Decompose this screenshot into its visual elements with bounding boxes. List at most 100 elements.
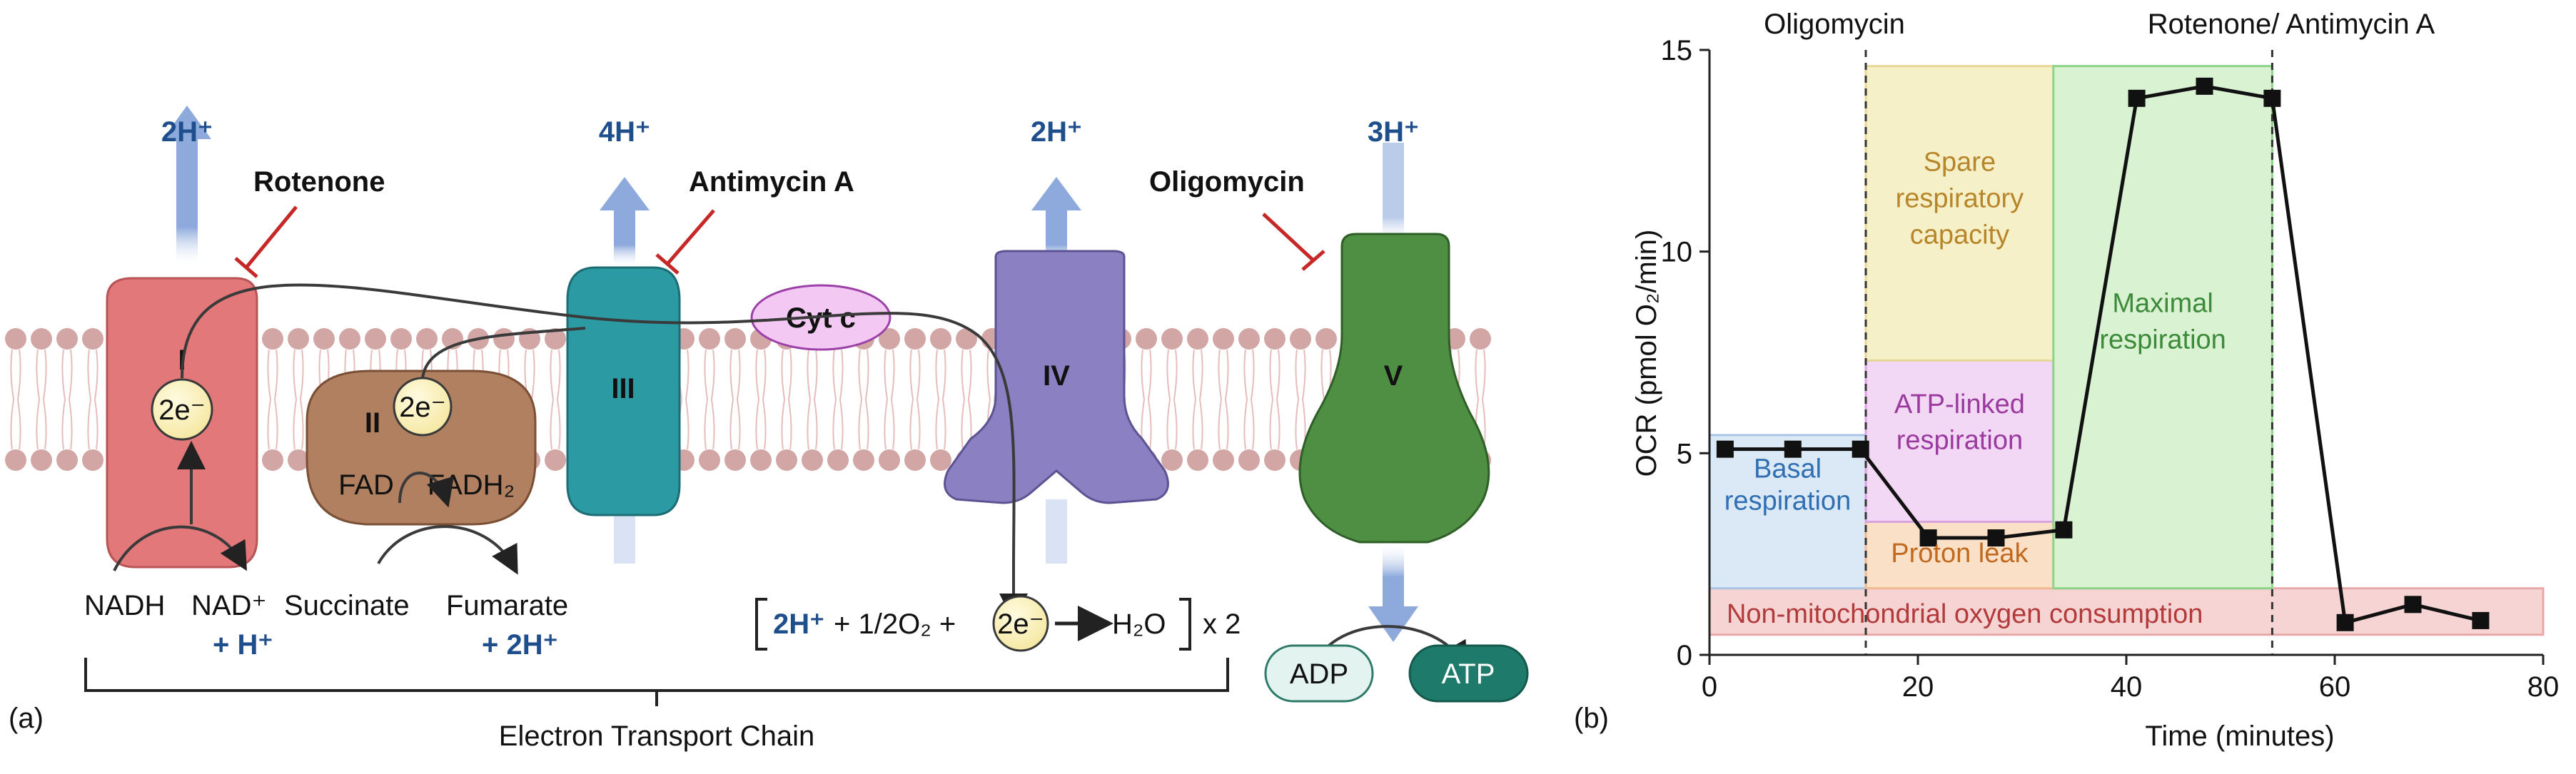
complex-4	[944, 250, 1169, 504]
lipid-head	[5, 328, 26, 350]
lipid-tail	[36, 349, 47, 400]
oligomycin-label: Oligomycin	[1149, 166, 1305, 198]
lipid-head	[956, 328, 977, 350]
lipid-head	[1213, 328, 1234, 350]
inhibitor-oligomycin	[1262, 213, 1325, 271]
injection-label-oligomycin: Oligomycin	[1764, 9, 1905, 40]
chart-bands	[1708, 65, 2545, 636]
svg-text:+ 1/2O₂ +: + 1/2O₂ +	[834, 608, 956, 640]
data-point	[2128, 89, 2146, 107]
lipid-tail	[729, 349, 741, 400]
lipid-tail	[61, 349, 73, 400]
band-label: Proton leak	[1891, 539, 2029, 569]
lipid-tail	[1166, 399, 1178, 450]
lipid-head	[390, 328, 412, 350]
lipid-tail	[807, 399, 818, 450]
proton-arrow-complex-4-lower	[1046, 499, 1067, 564]
lipid-tail	[832, 349, 844, 400]
lipid-head	[545, 449, 566, 471]
lipid-tail	[704, 349, 715, 400]
electron-path-complex-2	[421, 327, 586, 379]
lipid-head	[904, 328, 926, 350]
lipid-head	[262, 449, 283, 471]
lipid-head	[1238, 449, 1260, 471]
lipid-tail	[1192, 399, 1203, 450]
y-tick-label: 0	[1677, 640, 1692, 671]
lipid-tail	[884, 349, 895, 400]
lipid-head	[56, 328, 78, 350]
panel-b-tag: (b)	[1574, 703, 1609, 734]
plus-h-label: + H⁺	[213, 629, 273, 661]
lipid-tail	[550, 399, 561, 450]
band-label: Spare	[1924, 148, 1996, 178]
lipid-head	[416, 328, 438, 350]
data-point	[2472, 611, 2490, 629]
band-label: capacity	[1910, 220, 2009, 250]
lipid-tail	[935, 349, 946, 400]
lipid-tail	[1166, 349, 1178, 400]
antimycin-label: Antimycin A	[689, 166, 854, 198]
lipid-head	[1315, 328, 1337, 350]
svg-text:2e⁻: 2e⁻	[997, 608, 1044, 640]
electron-badge-complex-1: 2e⁻	[151, 378, 213, 441]
proton-label-complex-4: 2H⁺	[1031, 116, 1082, 148]
succinate-label: Succinate	[284, 590, 410, 621]
lipid-head	[1161, 328, 1183, 350]
x-tick-label: 60	[2319, 671, 2351, 703]
lipid-head	[339, 328, 360, 350]
lipid-head	[930, 328, 951, 350]
lipid-head	[776, 449, 797, 471]
lipid-head	[724, 449, 746, 471]
lipid-head	[313, 328, 335, 350]
lipid-head	[930, 449, 951, 471]
complex-5	[1298, 233, 1490, 544]
lipid-head	[879, 449, 900, 471]
data-point	[1987, 529, 2005, 547]
lipid-tail	[1192, 349, 1203, 400]
y-tick-label: 5	[1677, 438, 1692, 469]
band-label: respiration	[1896, 426, 2023, 456]
proton-label-complex-1: 2H⁺	[161, 116, 213, 148]
inhibitor-rotenone	[234, 205, 298, 278]
lipid-tail	[961, 349, 972, 400]
nadh-arrow	[113, 525, 247, 571]
complex-4-label: IV	[1043, 360, 1070, 392]
lipid-head	[1238, 328, 1260, 350]
lipid-tail	[550, 349, 561, 400]
lipid-tail	[1218, 349, 1229, 400]
lipid-head	[1264, 328, 1286, 350]
atp-pill: ATP	[1408, 644, 1529, 703]
lipid-tail	[267, 399, 278, 450]
lipid-tail	[729, 399, 741, 450]
water-equation: 2H⁺ + 1/2O₂ + 2e⁻ H₂O x 2	[755, 595, 1241, 652]
band-label: Basal	[1754, 454, 1822, 484]
lipid-tail	[935, 399, 946, 450]
lipid-tail	[755, 349, 767, 400]
band-label: Maximal	[2112, 288, 2213, 318]
lipid-head	[82, 328, 103, 350]
band-basal-respiration	[1708, 434, 1867, 590]
plus-2h-label: + 2H⁺	[482, 629, 558, 661]
svg-text:H₂O: H₂O	[1112, 608, 1166, 640]
band-label: respiration	[2099, 325, 2226, 355]
lipid-head	[82, 449, 103, 471]
lipid-head	[365, 328, 386, 350]
lipid-head	[31, 449, 52, 471]
data-point	[2263, 89, 2281, 107]
lipid-tail	[1141, 349, 1152, 400]
complex-3	[566, 266, 681, 516]
svg-text:ADP: ADP	[1290, 658, 1348, 690]
data-point	[2055, 521, 2073, 539]
fumarate-label: Fumarate	[446, 590, 568, 621]
lipid-tail	[10, 349, 21, 400]
svg-text:2H⁺: 2H⁺	[773, 608, 824, 640]
complex-2-label: II	[365, 407, 380, 439]
panel-a: 2H⁺ 4H⁺ 2H⁺ 3H⁺ I 2e⁻ II 2e⁻ FAD FADH₂ I…	[5, 106, 1529, 752]
data-point	[2404, 596, 2422, 613]
lipid-head	[904, 449, 926, 471]
ocr-line	[1724, 84, 2481, 625]
lipid-tail	[704, 399, 715, 450]
lipid-head	[288, 449, 309, 471]
complex-5-label: V	[1384, 360, 1403, 392]
